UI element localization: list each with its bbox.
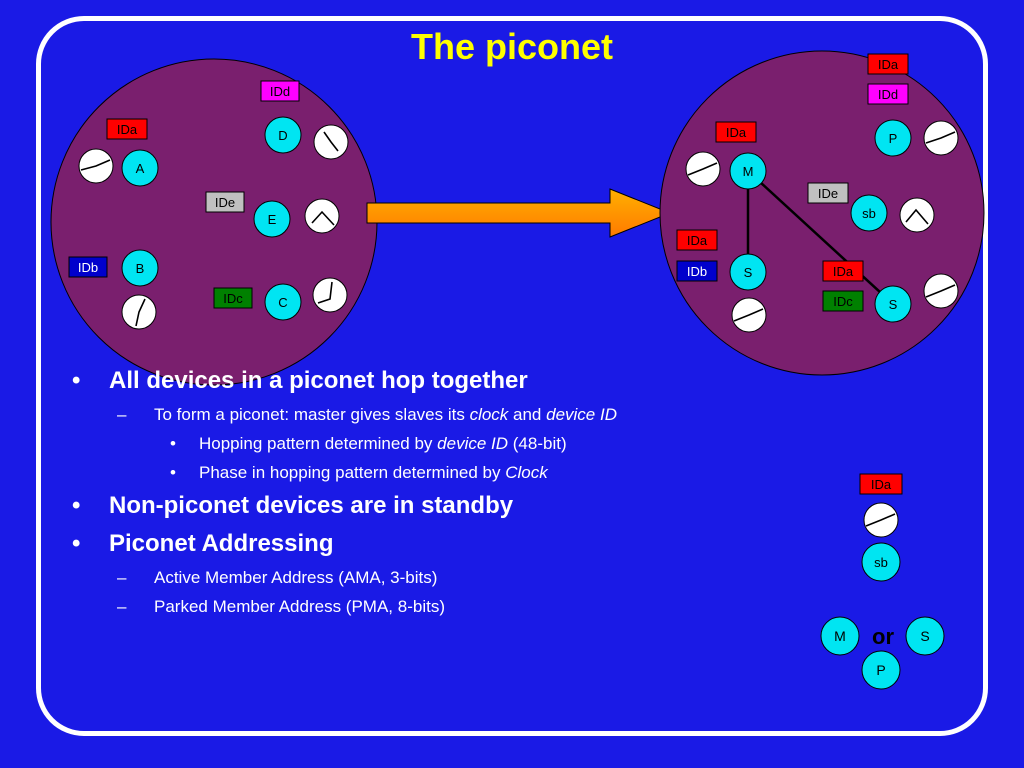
device-node-master (729, 152, 767, 190)
legend-id-tag-label: IDa (871, 477, 892, 492)
device-node-a-label: A (136, 161, 145, 176)
id-tag-e-label: IDe (818, 186, 838, 201)
master-slave-link (747, 170, 894, 305)
device-node-d-label: D (278, 128, 287, 143)
id-tag-c (213, 287, 253, 309)
legend-node-parked-label: P (876, 662, 885, 678)
id-tag-b (68, 256, 108, 278)
device-node-b-label: B (136, 261, 145, 276)
device-node-master-label: M (743, 164, 754, 179)
id-tag-a-label: IDa (878, 57, 899, 72)
bullet-item: •Piconet Addressing (72, 530, 334, 557)
bullet-list: •All devices in a piconet hop together –… (72, 366, 772, 625)
slide-title: The piconet (410, 26, 613, 67)
bullet-text: Non-piconet devices are in standby (109, 492, 514, 519)
id-tag-c-label: IDc (833, 294, 853, 309)
sub-bullet-item: –Active Member Address (AMA, 3-bits) (117, 568, 438, 587)
sub-bullet-text: To form a piconet: master gives slaves i… (154, 405, 470, 424)
legend-node-master-label: M (834, 628, 846, 644)
device-node-slave (729, 253, 767, 291)
id-tag-a (867, 53, 909, 75)
slide-frame (36, 16, 988, 736)
piconet-circle (659, 50, 985, 376)
legend-or-label: or (872, 624, 894, 649)
sub-sub-bullet-text: Hopping pattern determined by (199, 434, 438, 453)
device-node-e (253, 200, 291, 238)
device-node-d (264, 116, 302, 154)
sub-sub-bullet-item: •Hopping pattern determined by device ID… (170, 434, 567, 453)
id-tag-b-label: IDb (687, 264, 707, 279)
id-tag-a-label: IDa (833, 264, 854, 279)
device-node-standby-label: sb (862, 206, 876, 221)
sub-sub-bullet-text: (48-bit) (508, 434, 567, 453)
id-tag-b (676, 260, 718, 282)
id-tag-e (807, 182, 849, 204)
id-tag-c-label: IDc (223, 291, 243, 306)
id-tag-a (676, 229, 718, 251)
device-node-b (121, 249, 159, 287)
bullet-text: Piconet Addressing (109, 530, 334, 557)
emphasis-text: Clock (505, 463, 548, 482)
device-node-parked (874, 119, 912, 157)
sub-bullet-text: Active Member Address (AMA, 3-bits) (154, 568, 438, 587)
id-tag-c (822, 290, 864, 312)
device-node-a (121, 149, 159, 187)
id-tag-a-label: IDa (726, 125, 747, 140)
sub-sub-bullet-item: •Phase in hopping pattern determined by … (170, 463, 548, 482)
legend-clock-icon (863, 502, 899, 538)
id-tag-d (260, 80, 300, 102)
bullet-text: All devices in a piconet hop together (109, 367, 528, 394)
device-node-slave (874, 285, 912, 323)
sub-bullet-item: –To form a piconet: master gives slaves … (117, 405, 617, 424)
clock-icon (312, 277, 348, 313)
sub-bullet-text: and (508, 405, 547, 424)
legend-node-parked (861, 650, 901, 690)
id-tag-a (106, 118, 148, 140)
clock-icon (685, 151, 721, 187)
emphasis-text: clock (469, 405, 509, 424)
id-tag-a (715, 121, 757, 143)
id-tag-a-label: IDa (687, 233, 708, 248)
device-node-slave-label: S (889, 297, 898, 312)
bullet-item: •All devices in a piconet hop together (72, 367, 528, 394)
id-tag-a-label: IDa (117, 122, 138, 137)
id-tag-b-label: IDb (78, 260, 98, 275)
clock-icon (923, 273, 959, 309)
sub-bullet-text: Parked Member Address (PMA, 8-bits) (154, 597, 445, 616)
legend-node-master (820, 616, 860, 656)
id-tag-a (822, 260, 864, 282)
sub-sub-bullet-text: Phase in hopping pattern determined by (199, 463, 506, 482)
bullet-item: •Non-piconet devices are in standby (72, 492, 514, 519)
clock-icon (304, 198, 340, 234)
emphasis-text: device ID (546, 405, 617, 424)
device-node-slave-label: S (744, 265, 753, 280)
legend-id-tag (859, 473, 903, 495)
transition-arrow (366, 188, 672, 238)
legend-node-standby-label: sb (874, 555, 888, 570)
id-tag-e (205, 191, 245, 213)
emphasis-text: device ID (437, 434, 509, 453)
device-node-c-label: C (278, 295, 287, 310)
legend-node-slave (905, 616, 945, 656)
device-node-c (264, 283, 302, 321)
id-tag-d-label: IDd (270, 84, 290, 99)
clock-icon (923, 120, 959, 156)
clock-icon (899, 197, 935, 233)
device-node-standby (850, 194, 888, 232)
clock-icon (731, 297, 767, 333)
clock-icon (313, 124, 349, 160)
sub-bullet-item: –Parked Member Address (PMA, 8-bits) (117, 597, 445, 616)
device-node-e-label: E (268, 212, 277, 227)
clock-icon (121, 294, 157, 330)
device-node-parked-label: P (889, 131, 898, 146)
id-tag-d (867, 83, 909, 105)
clock-icon (78, 148, 114, 184)
id-tag-e-label: IDe (215, 195, 235, 210)
legend-node-slave-label: S (920, 628, 929, 644)
legend-node-standby (861, 542, 901, 582)
id-tag-d-label: IDd (878, 87, 898, 102)
